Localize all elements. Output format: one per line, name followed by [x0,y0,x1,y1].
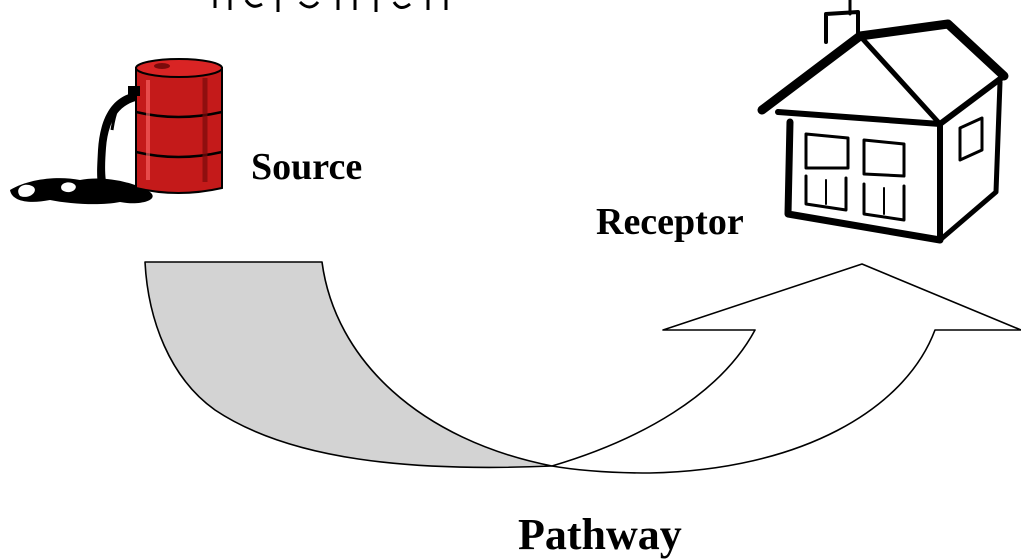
oil-spill [10,178,153,205]
pathway-arrow-tail [144,261,553,469]
clipped-heading-fragment [213,0,448,12]
house-icon [757,0,1009,244]
receptor-label: Receptor [596,201,744,243]
pathway-label: Pathway [518,510,682,559]
pathway-arrowhead [551,263,1021,474]
source-label: Source [251,146,363,188]
pathway-arrow [144,261,1021,474]
oil-barrel-icon [10,58,223,205]
